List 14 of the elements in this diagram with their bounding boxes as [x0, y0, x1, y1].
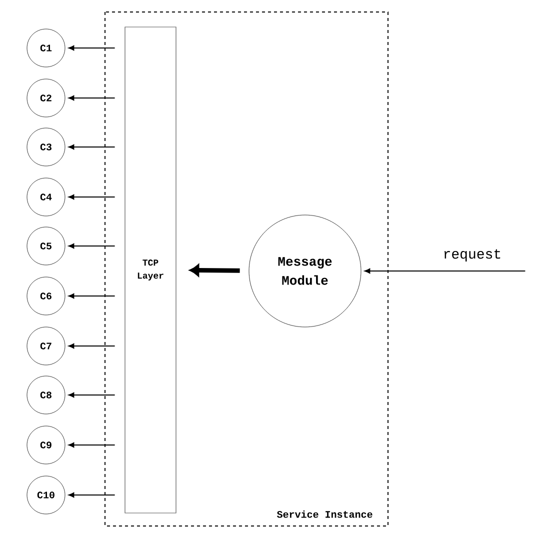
layer-box: TCP Layer [124, 26, 176, 514]
arrow [364, 268, 526, 274]
arrow [68, 343, 116, 349]
arrow [68, 144, 116, 150]
arrow [68, 95, 116, 101]
arrow [68, 392, 116, 398]
arrow [68, 45, 116, 51]
edge-label: request [444, 249, 500, 262]
arrow [68, 293, 116, 299]
arrow [68, 243, 116, 249]
arrow [190, 264, 240, 276]
arrow [68, 442, 116, 448]
arrow [68, 492, 116, 498]
arrow [68, 194, 116, 200]
